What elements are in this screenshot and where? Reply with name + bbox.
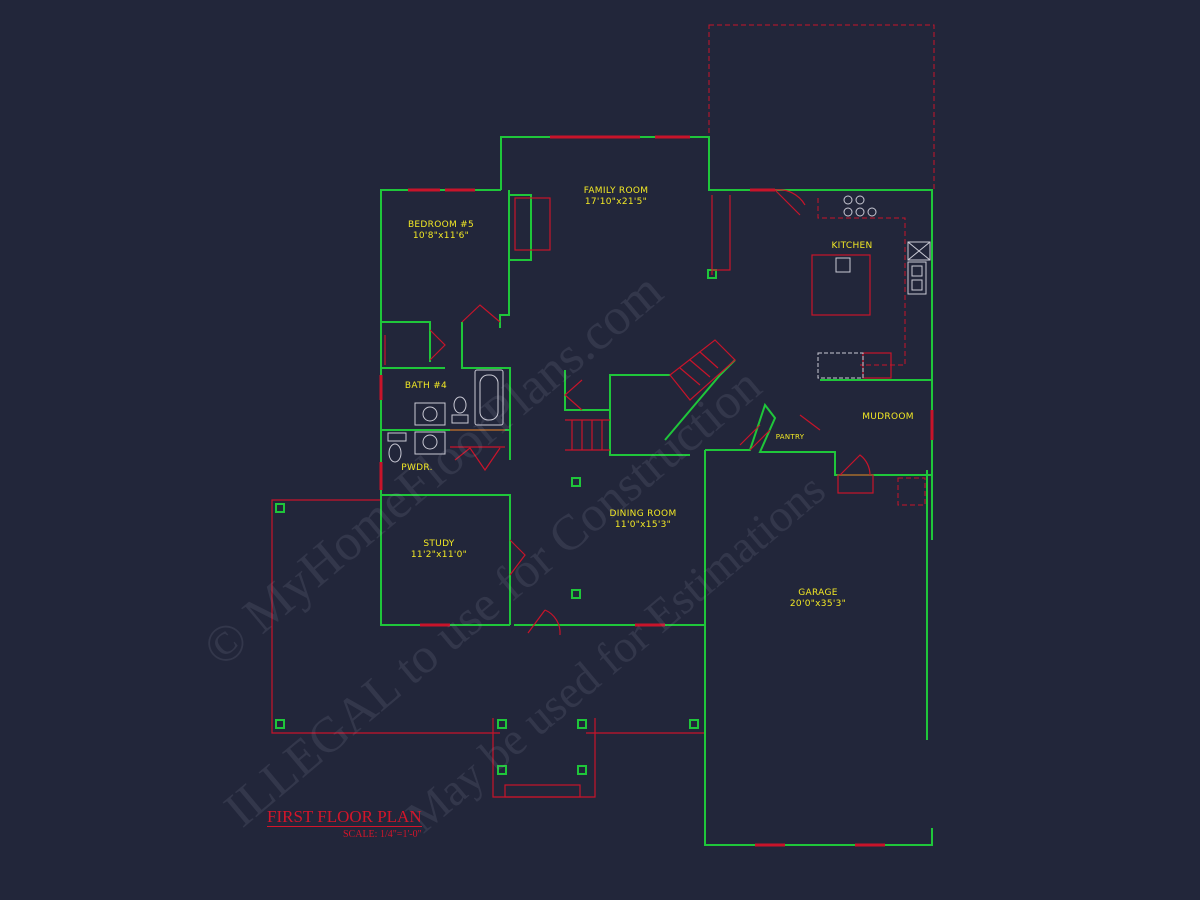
room-name: PWDR. [401, 463, 433, 473]
room-name: GARAGE [798, 588, 838, 598]
room-name: FAMILY ROOM [583, 186, 649, 196]
windows [379, 135, 934, 847]
room-kitchen: KITCHEN [831, 241, 872, 252]
room-name: BATH #4 [404, 381, 448, 391]
room-name: STUDY [423, 539, 455, 549]
room-bath-4: BATH #4 [405, 381, 447, 392]
room-size: 17'10"x21'5" [584, 197, 648, 207]
room-size: 20'0"x35'3" [789, 599, 847, 609]
room-mudroom: MUDROOM [862, 412, 914, 423]
room-name: PANTRY [775, 433, 805, 441]
room-powder: PWDR. [401, 463, 433, 474]
doors-and-stairs [384, 189, 926, 636]
room-name: KITCHEN [831, 241, 873, 251]
room-size: 10'8"x11'6" [412, 231, 470, 241]
plan-title: FIRST FLOOR PLAN [267, 807, 422, 827]
walls [380, 136, 933, 846]
room-size: 11'2"x11'0" [410, 550, 468, 560]
fixtures [387, 241, 931, 463]
room-pantry: PANTRY [776, 432, 805, 443]
front-porch [271, 269, 717, 798]
dashed-outline [708, 24, 935, 191]
plan-scale: SCALE: 1/4"=1'-0" [343, 829, 422, 840]
room-name: DINING ROOM [609, 509, 677, 519]
room-name: MUDROOM [862, 412, 914, 422]
room-name: BEDROOM #5 [407, 220, 475, 230]
room-size: 11'0"x15'3" [614, 520, 672, 530]
